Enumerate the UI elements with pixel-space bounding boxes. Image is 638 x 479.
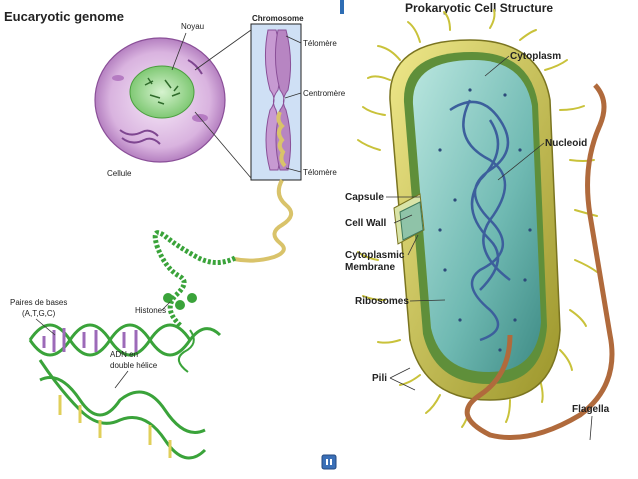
- flagellum: [464, 83, 615, 440]
- zoom-line-top: [194, 29, 252, 71]
- label-nucleoid: Nucleoid: [545, 138, 587, 149]
- label-dna-1: ADN en: [110, 350, 138, 359]
- eukaryotic-cell: [94, 37, 226, 163]
- pause-button[interactable]: [321, 454, 337, 470]
- dna-double-helix: [28, 323, 222, 460]
- leader-nucleus: [171, 32, 187, 71]
- label-telomere-bottom: Télomère: [303, 168, 337, 177]
- label-base-pairs-2: (A,T,G,C): [22, 309, 56, 318]
- label-cell-wall: Cell Wall: [345, 218, 387, 229]
- label-histones: Histones: [135, 306, 166, 315]
- chromosome-shape: [264, 29, 292, 171]
- prokaryote-title: Prokaryotic Cell Structure: [405, 1, 553, 15]
- label-dna-2: double hélice: [110, 361, 158, 370]
- label-flagella: Flagella: [572, 404, 610, 415]
- zoom-line-bottom: [194, 111, 252, 179]
- chromatin-fiber: [152, 179, 294, 373]
- eukaryote-title: Eucaryotic genome: [4, 9, 124, 24]
- label-cell: Cellule: [107, 169, 132, 178]
- label-chromosome: Chromosome: [252, 14, 304, 23]
- label-cytoplasm: Cytoplasm: [510, 51, 561, 62]
- label-telomere-top: Télomère: [303, 39, 337, 48]
- pause-icon: [326, 459, 332, 465]
- label-cyto-membrane-2: Membrane: [345, 262, 395, 273]
- label-cyto-membrane-1: Cytoplasmic: [345, 250, 405, 261]
- label-nucleus: Noyau: [181, 22, 204, 31]
- accent-bar: [340, 0, 344, 14]
- prokaryotic-cell: [389, 39, 561, 401]
- label-ribosomes: Ribosomes: [355, 296, 409, 307]
- label-base-pairs-1: Paires de bases: [10, 298, 67, 307]
- label-pili: Pili: [372, 373, 387, 384]
- label-capsule: Capsule: [345, 192, 384, 203]
- label-centromere: Centromère: [303, 89, 346, 98]
